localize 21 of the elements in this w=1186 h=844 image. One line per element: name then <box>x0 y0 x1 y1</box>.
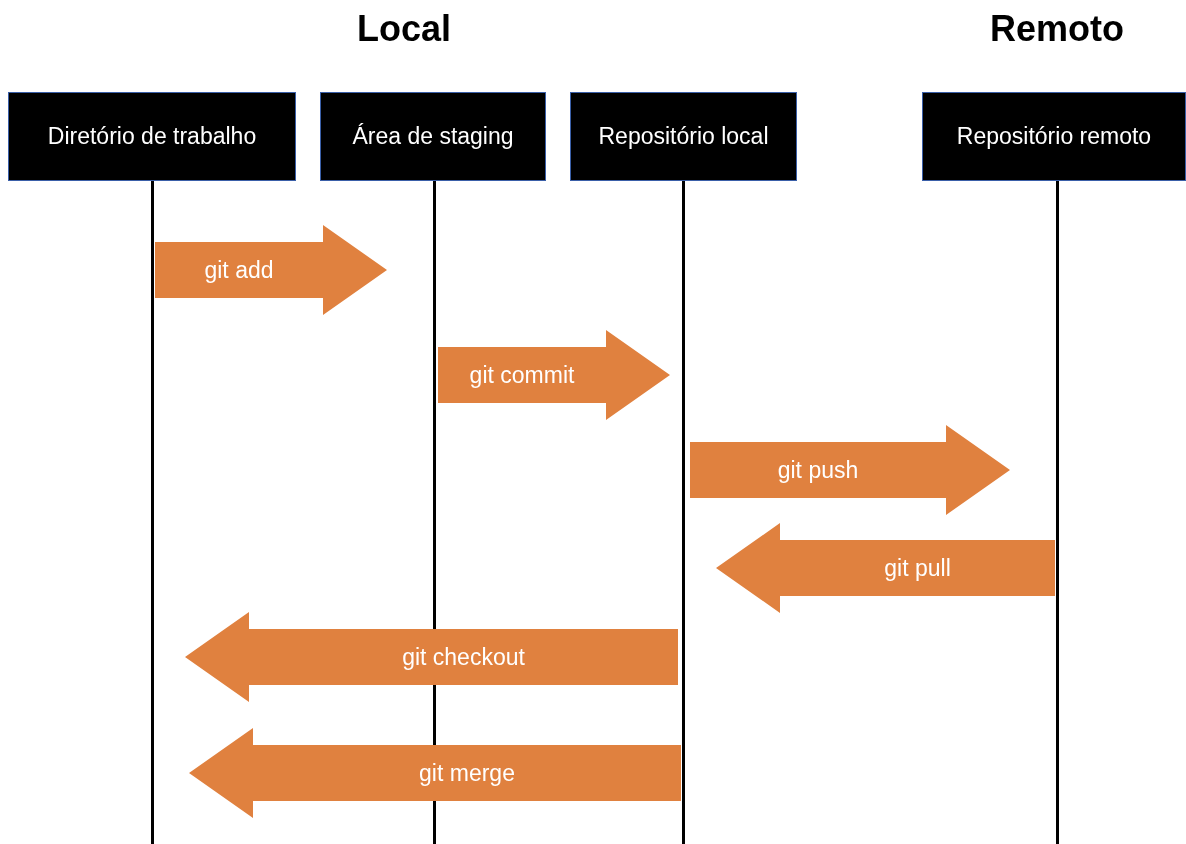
block-arrow <box>185 612 678 702</box>
edge-label: git push <box>777 456 859 484</box>
lifeline <box>682 181 685 844</box>
header-box: Repositório remoto <box>922 92 1186 181</box>
lifeline <box>151 181 154 844</box>
header-box: Diretório de trabalho <box>8 92 296 181</box>
edge-label: git merge <box>419 759 515 787</box>
section-heading: Local <box>357 8 451 50</box>
edge-label: git checkout <box>402 643 525 671</box>
block-arrow <box>716 523 1055 613</box>
block-arrow <box>189 728 681 818</box>
block-arrow <box>690 425 1010 515</box>
block-arrow <box>155 225 387 315</box>
edge-label: git add <box>204 256 274 284</box>
block-arrow <box>438 330 670 420</box>
edge-label: git commit <box>469 361 575 389</box>
edge-label: git pull <box>884 554 951 582</box>
lifeline <box>1056 181 1059 844</box>
header-box: Área de staging <box>320 92 546 181</box>
section-heading: Remoto <box>990 8 1124 50</box>
header-box: Repositório local <box>570 92 797 181</box>
